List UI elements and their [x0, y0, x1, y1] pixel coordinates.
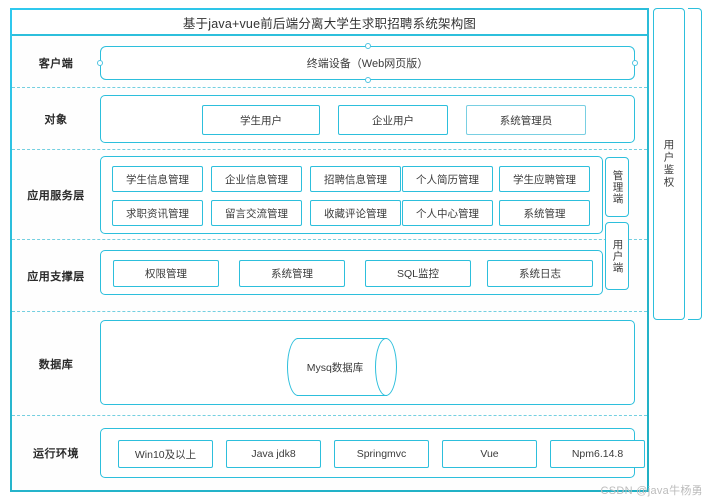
database-label: Mysq数据库 [306, 361, 364, 374]
service-node[interactable]: 个人中心管理 [402, 200, 493, 226]
cylinder-left-cap-icon [287, 338, 309, 396]
runtime-node[interactable]: Npm6.14.8 [550, 440, 645, 468]
service-node[interactable]: 个人简历管理 [402, 166, 493, 192]
layer-row-object: 对象 学生用户 企业用户 系统管理员 [12, 88, 647, 150]
object-panel: 学生用户 企业用户 系统管理员 [100, 95, 635, 143]
diagram-title-bar: 基于java+vue前后端分离大学生求职招聘系统架构图 [12, 10, 647, 36]
service-node[interactable]: 留言交流管理 [211, 200, 302, 226]
anchor-point-bottom-icon[interactable] [364, 77, 371, 83]
auth-column-label: 用户鉴权 [662, 139, 675, 189]
support-panel: 权限管理 系统管理 SQL监控 系统日志 [100, 250, 603, 295]
support-node[interactable]: 权限管理 [113, 260, 219, 287]
layer-label-service: 应用服务层 [27, 189, 85, 202]
layer-row-service: 应用服务层 学生信息管理 企业信息管理 招聘信息管理 个人简历管理 学生应聘管理… [12, 150, 647, 240]
support-node[interactable]: 系统日志 [487, 260, 593, 287]
service-node[interactable]: 招聘信息管理 [310, 166, 401, 192]
service-panel: 学生信息管理 企业信息管理 招聘信息管理 个人简历管理 学生应聘管理 求职资讯管… [100, 156, 603, 234]
auth-column-backdrop [688, 8, 702, 320]
cylinder-right-cap-icon [375, 338, 397, 396]
service-node[interactable]: 求职资讯管理 [112, 200, 203, 226]
layer-label-runtime: 运行环境 [33, 448, 79, 460]
client-terminal-label: 终端设备（Web网页版） [306, 58, 429, 70]
runtime-panel: Win10及以上 Java jdk8 Springmvc Vue Npm6.14… [100, 428, 645, 478]
client-terminal-panel[interactable]: 终端设备（Web网页版） [97, 43, 638, 83]
layer-row-support: 应用支撑层 权限管理 系统管理 SQL监控 系统日志 [12, 240, 647, 312]
cylinder-body-icon [297, 338, 387, 396]
layer-label-support: 应用支撑层 [27, 270, 85, 283]
service-node[interactable]: 学生信息管理 [112, 166, 203, 192]
object-node[interactable]: 系统管理员 [466, 105, 586, 135]
anchor-point-right-icon[interactable] [632, 60, 638, 66]
service-node[interactable]: 企业信息管理 [211, 166, 302, 192]
layer-label-database: 数据库 [38, 358, 74, 371]
side-node-admin-terminal-label: 管理端 [611, 169, 624, 205]
runtime-node[interactable]: Springmvc [334, 440, 429, 468]
service-node[interactable]: 学生应聘管理 [499, 166, 590, 192]
support-node[interactable]: SQL监控 [365, 260, 471, 287]
runtime-node[interactable]: Java jdk8 [226, 440, 321, 468]
object-node[interactable]: 学生用户 [202, 105, 320, 135]
layer-label-object: 对象 [44, 113, 68, 126]
layer-row-client: 客户端 终端设备（Web网页版） [12, 38, 647, 88]
service-node[interactable]: 系统管理 [499, 200, 590, 226]
anchor-point-top-icon[interactable] [364, 43, 371, 49]
layer-row-database: 数据库 Mysq数据库 [12, 312, 647, 416]
layer-label-client: 客户端 [38, 57, 74, 70]
object-node[interactable]: 企业用户 [338, 105, 448, 135]
runtime-node[interactable]: Vue [442, 440, 537, 468]
side-node-admin-terminal[interactable]: 管理端 [605, 157, 629, 217]
watermark: CSDN @java牛杨勇 [600, 485, 703, 497]
auth-column[interactable]: 用户鉴权 [653, 8, 685, 320]
runtime-node[interactable]: Win10及以上 [118, 440, 213, 468]
side-node-user-terminal-label: 用户端 [611, 238, 624, 274]
anchor-point-left-icon[interactable] [97, 60, 103, 66]
support-node[interactable]: 系统管理 [239, 260, 345, 287]
page-title: 基于java+vue前后端分离大学生求职招聘系统架构图 [182, 16, 477, 31]
service-node[interactable]: 收藏评论管理 [310, 200, 401, 226]
layer-row-runtime: 运行环境 Win10及以上 Java jdk8 Springmvc Vue Np… [12, 416, 647, 490]
side-node-user-terminal[interactable]: 用户端 [605, 222, 629, 290]
database-cylinder[interactable]: Mysq数据库 [287, 338, 397, 396]
database-panel: Mysq数据库 [100, 320, 635, 405]
